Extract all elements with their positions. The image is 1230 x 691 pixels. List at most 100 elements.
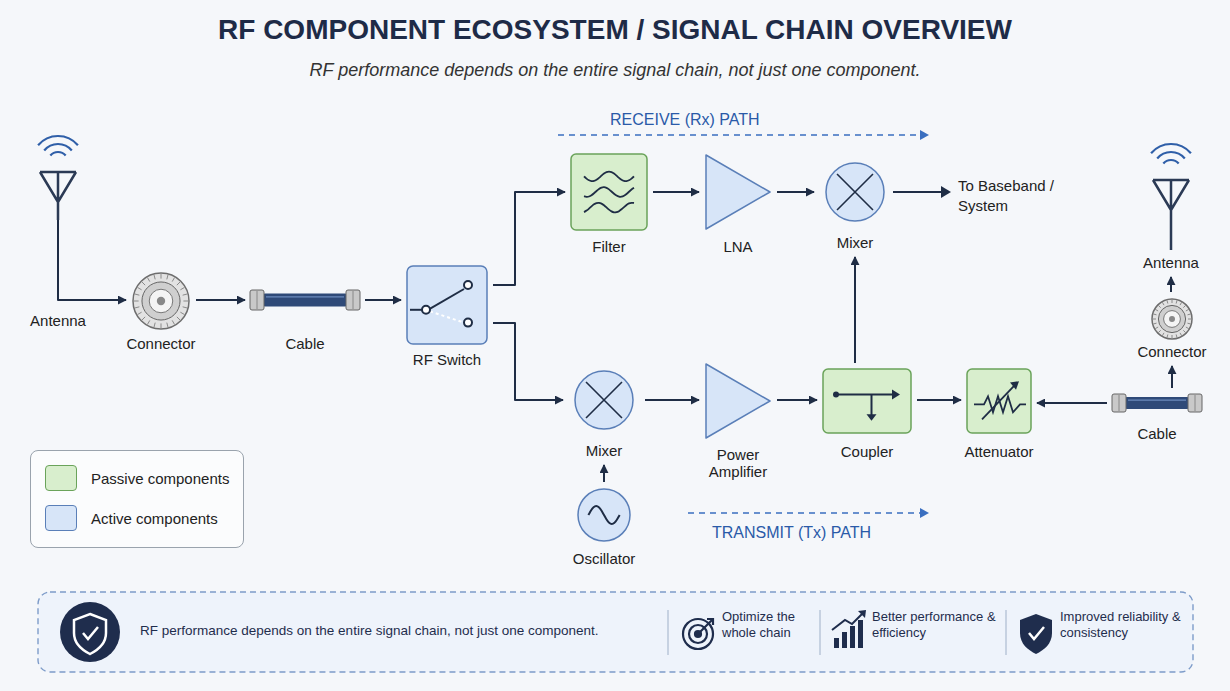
amplifier-triangle	[706, 364, 770, 438]
connector-node: Connector	[131, 271, 191, 331]
knurl	[1155, 327, 1158, 329]
knurl	[137, 312, 141, 314]
knurl	[1172, 300, 1173, 303]
knurl	[167, 275, 168, 280]
ring	[683, 619, 713, 649]
mixer-node: Mixer	[819, 160, 891, 252]
connector-pin	[1169, 316, 1175, 322]
knurl	[1172, 335, 1173, 338]
legend-text: Passive components	[91, 470, 229, 487]
dashed-line	[558, 134, 922, 136]
tx-path-arrow	[688, 508, 929, 518]
filter-node: Filter	[570, 153, 648, 231]
separator	[668, 610, 669, 655]
arrow-head	[941, 186, 951, 198]
legend-swatch	[45, 465, 77, 491]
radio-wave	[38, 136, 78, 145]
shield-icon	[74, 614, 106, 654]
path-label: TRANSMIT (Tx) PATH	[712, 523, 871, 543]
knurl	[1180, 302, 1182, 305]
component-label: Cable	[1117, 425, 1197, 442]
knurl	[172, 277, 174, 281]
ferrule-ridge	[353, 291, 354, 309]
check-mark	[83, 627, 98, 639]
component-label: Cable	[265, 335, 345, 352]
knurl	[1186, 309, 1189, 311]
knurl	[1153, 313, 1156, 315]
knurl	[142, 282, 145, 285]
component-label: Antenna	[13, 312, 103, 329]
knurl	[180, 287, 184, 289]
oscillator-circle	[578, 489, 630, 541]
separator	[820, 610, 821, 655]
component-label: Oscillator	[554, 550, 654, 567]
rx-path-arrow	[558, 130, 929, 140]
amplifier-triangle	[706, 155, 770, 229]
knurl	[177, 317, 180, 320]
antenna-symbol	[1153, 180, 1189, 250]
knurl	[1158, 305, 1160, 307]
connector-ring	[142, 282, 180, 320]
component-label: Attenuator	[949, 443, 1049, 460]
baseband-arrow	[893, 186, 951, 198]
ferrule-ridge	[257, 291, 258, 309]
wave-line	[584, 187, 634, 197]
arrow-head	[1010, 381, 1019, 390]
connector-icon	[131, 271, 191, 331]
legend-row: Passive components	[45, 464, 229, 492]
knurl	[1180, 333, 1182, 336]
mixer-circle	[575, 371, 633, 429]
output-label: To Baseband / System	[958, 176, 1068, 216]
signal-arrow	[777, 191, 814, 193]
filter-icon	[570, 153, 648, 231]
mixer-cross	[837, 174, 873, 210]
cable-ferrule	[346, 290, 360, 310]
connector-ring	[1158, 305, 1185, 332]
knurl	[1158, 330, 1160, 332]
knurl	[147, 277, 149, 281]
dart	[698, 619, 713, 634]
signal-arrow	[1171, 366, 1173, 388]
signal-arrow	[1037, 402, 1107, 404]
switch-box	[407, 266, 487, 344]
connector-icon	[1132, 297, 1212, 341]
knurl	[1153, 319, 1156, 320]
cable-icon	[250, 289, 360, 311]
radio-wave	[1157, 152, 1185, 158]
knurl	[142, 317, 145, 320]
benefit-text: Optimize the whole chain	[722, 609, 814, 641]
shield-icon	[1020, 614, 1052, 654]
adjust-arrow	[982, 384, 1016, 420]
knurl	[154, 275, 155, 280]
knurl	[167, 323, 168, 328]
chart-icon	[832, 610, 866, 648]
component-label: Connector	[1128, 343, 1216, 360]
switch-node: RF Switch	[406, 265, 488, 345]
arrow-head	[867, 414, 877, 421]
knurl	[1176, 334, 1178, 337]
component-label: Power Amplifier	[693, 446, 783, 480]
knurl	[1162, 302, 1164, 305]
legend-box: Passive componentsActive components	[30, 450, 244, 548]
legend-text: Active components	[91, 510, 218, 527]
antenna-symbol	[40, 172, 76, 220]
main-line	[836, 393, 894, 395]
cable-highlight	[1128, 400, 1186, 401]
summary-band: RF performance depends on the entire sig…	[38, 592, 1193, 672]
coupler-icon	[822, 368, 912, 434]
signal-arrow	[645, 399, 699, 401]
bar	[858, 620, 863, 648]
target-icon	[683, 619, 713, 649]
antenna-icon	[25, 128, 91, 220]
bar	[850, 626, 855, 648]
switch-contact	[422, 306, 430, 314]
amp-node: LNA	[704, 153, 772, 231]
knurl	[1183, 330, 1185, 332]
knurl	[135, 294, 140, 295]
knurl	[134, 301, 139, 302]
knurl	[1187, 313, 1190, 315]
attenuator-icon	[966, 368, 1032, 434]
signal-arrow	[196, 299, 245, 301]
